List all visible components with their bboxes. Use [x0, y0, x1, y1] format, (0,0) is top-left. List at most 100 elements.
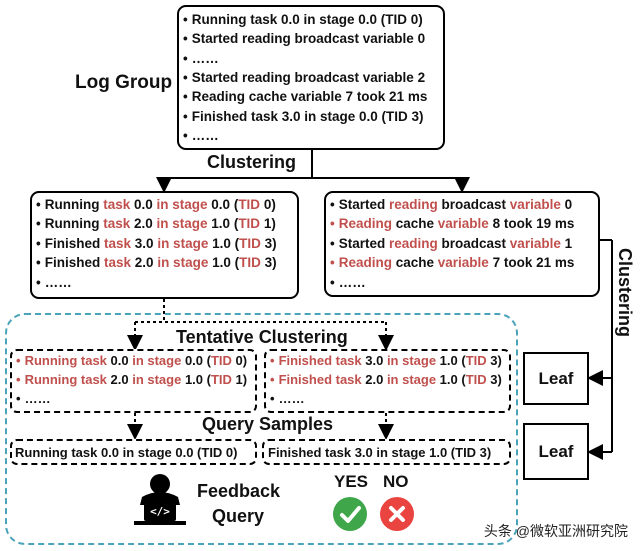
cluster-log-line: •Reading cache variable 7 took 21 ms: [330, 253, 574, 272]
log-line-text: ……: [191, 127, 219, 143]
clustering-side-label: Clustering: [615, 248, 635, 338]
variable-token: 1.0 (: [181, 372, 211, 387]
variable-token: 0): [231, 353, 248, 368]
variable-token: 0.0 (: [207, 197, 239, 212]
bullet-icon: •: [183, 50, 188, 66]
variable-token: 1.0 (: [436, 353, 466, 368]
variable-token: 3.0: [361, 353, 387, 368]
variable-token: 1.0 (: [436, 372, 466, 387]
variable-token: ……: [278, 391, 305, 406]
variable-token: Started: [338, 235, 389, 251]
bullet-icon: •: [36, 255, 41, 271]
template-token: in stage: [156, 216, 208, 232]
template-token: task: [104, 235, 132, 251]
bullet-icon: •: [36, 216, 41, 232]
log-line-text: Started reading broadcast variable 2: [191, 69, 426, 85]
variable-token: 0.0: [130, 197, 157, 212]
bullet-icon: •: [36, 197, 41, 212]
variable-token: Finished: [44, 235, 104, 251]
bullet-icon: •: [16, 353, 21, 368]
check-icon: [340, 506, 361, 523]
cluster-log-line: •Finished task 2.0 in stage 1.0 (TID 3): [270, 370, 502, 389]
clustering-top-label: Clustering: [207, 152, 297, 172]
bullet-icon: •: [183, 69, 188, 85]
bullet-icon: •: [270, 372, 275, 387]
query-samples-title: Query Samples: [202, 414, 334, 434]
interactive-region: [5, 313, 518, 545]
template-token: task: [104, 255, 132, 271]
template-token: Reading: [338, 255, 392, 271]
variable-token: 2.0: [361, 372, 387, 387]
variable-token: broadcast: [437, 197, 510, 212]
query-label: Query: [212, 506, 265, 526]
cluster-log-line: •Finished task 3.0 in stage 1.0 (TID 3): [270, 351, 502, 370]
bullet-icon: •: [183, 89, 188, 105]
variable-token: 2.0: [130, 216, 157, 232]
template-token: in stage: [157, 235, 209, 251]
bullet-icon: •: [183, 31, 188, 47]
bullet-icon: •: [330, 255, 335, 271]
leaf-node-1: Leaf: [523, 352, 589, 405]
template-token: task: [103, 197, 131, 212]
variable-token: 1.0 (: [207, 216, 239, 232]
template-token: reading: [389, 197, 438, 212]
variable-token: 2.0: [106, 372, 133, 387]
bullet-icon: •: [183, 127, 188, 143]
yes-check-button[interactable]: [333, 497, 367, 531]
variable-token: 3): [486, 353, 502, 368]
template-token: variable: [509, 197, 561, 212]
bullet-icon: •: [183, 108, 188, 124]
variable-token: 3): [486, 372, 502, 387]
variable-token: 3): [260, 255, 277, 271]
bullet-icon: •: [36, 274, 41, 290]
bullet-icon: •: [16, 391, 21, 406]
cluster-log-line: •……: [270, 389, 305, 408]
variable-token: 1.0 (: [208, 255, 240, 271]
template-token: in stage: [386, 353, 437, 368]
variable-token: 1: [560, 235, 573, 251]
variable-token: ……: [338, 274, 366, 290]
query-left-text: Running task 0.0 in stage 0.0 (TID 0): [15, 445, 238, 460]
variable-token: 7 took 21 ms: [488, 255, 575, 271]
bullet-icon: •: [36, 235, 41, 251]
cluster-log-line: •……: [16, 389, 51, 408]
template-token: Finished task: [278, 353, 362, 368]
variable-token: 0): [260, 197, 276, 212]
yes-label: YES: [334, 472, 369, 491]
bullet-icon: •: [330, 216, 335, 232]
template-token: TID: [465, 372, 487, 387]
template-token: Finished task: [278, 372, 362, 387]
variable-token: ……: [44, 274, 72, 290]
log-line: •……: [183, 126, 219, 145]
bullet-icon: •: [183, 12, 188, 27]
log-group-label: Log Group: [75, 72, 173, 93]
cluster-log-line: •Started reading broadcast variable 1: [330, 234, 572, 253]
template-token: TID: [239, 235, 261, 251]
variable-token: 0.0 (: [181, 353, 211, 368]
bullet-icon: •: [330, 274, 335, 290]
template-token: TID: [210, 372, 232, 387]
variable-token: Running: [44, 216, 104, 232]
template-token: Running task: [24, 372, 107, 387]
template-token: in stage: [132, 353, 182, 368]
variable-token: Running: [44, 197, 104, 212]
no-label: NO: [383, 472, 409, 491]
leaf-node-2: Leaf: [523, 423, 589, 480]
template-token: variable: [509, 235, 561, 251]
template-token: in stage: [132, 372, 182, 387]
cluster-log-line: •Finished task 3.0 in stage 1.0 (TID 3): [36, 234, 277, 253]
template-token: in stage: [157, 255, 209, 271]
template-token: in stage: [156, 197, 208, 212]
tentative-right-box: •Finished task 3.0 in stage 1.0 (TID 3)•…: [264, 349, 511, 413]
cluster-log-line: •Running task 0.0 in stage 0.0 (TID 0): [16, 351, 247, 370]
no-cross-button[interactable]: [380, 497, 414, 531]
cluster-log-line: •Running task 2.0 in stage 1.0 (TID 1): [16, 370, 247, 389]
template-token: Running task: [24, 353, 107, 368]
log-line-text: Started reading broadcast variable 0: [191, 31, 426, 47]
left-cluster-box: •Running task 0.0 in stage 0.0 (TID 0)•R…: [30, 191, 299, 299]
variable-token: 8 took 19 ms: [488, 216, 575, 232]
variable-token: 0.0: [106, 353, 133, 368]
template-token: TID: [238, 216, 261, 232]
variable-token: 3): [260, 235, 277, 251]
cross-icon: [389, 506, 405, 522]
